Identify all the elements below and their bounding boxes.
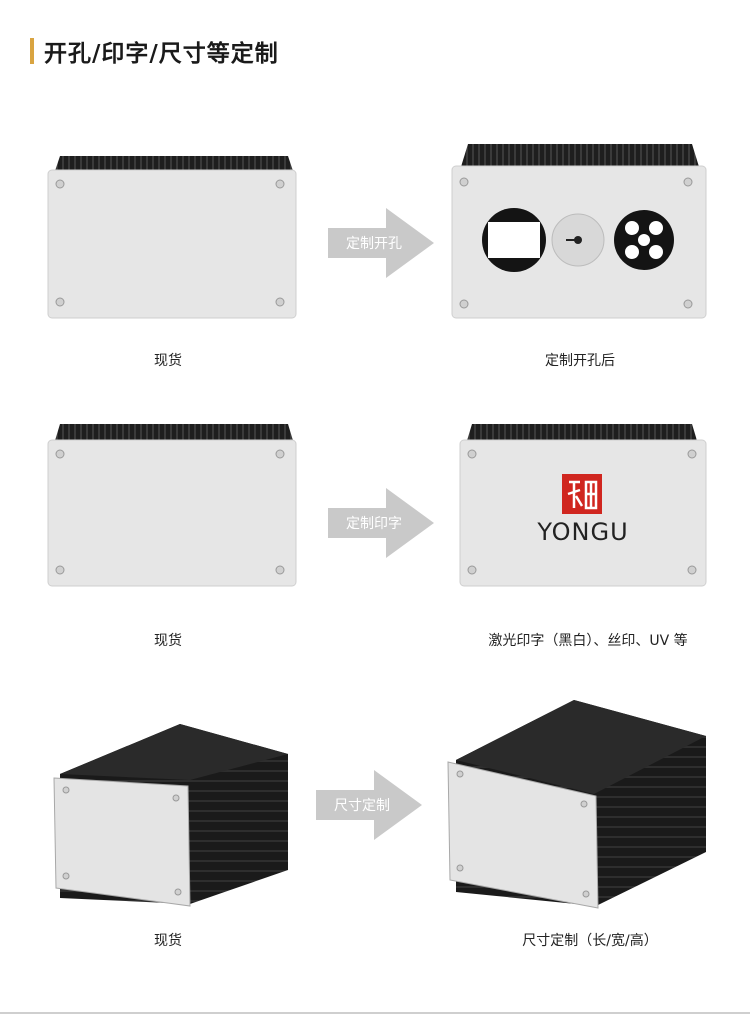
caption-printing-methods: 激光印字（黑白）、丝印、UV 等 (488, 633, 688, 649)
stock-enclosure-angled-image (53, 724, 288, 907)
caption-after-holes: 定制开孔后 (545, 353, 615, 369)
arrow-custom-printing: 定制印字 (328, 488, 434, 558)
arrow-label: 定制印字 (346, 516, 402, 532)
arrow-label: 定制开孔 (346, 236, 402, 252)
arrow-custom-size: 尺寸定制 (316, 770, 422, 840)
section-heading: 开孔/印字/尺寸等定制 (30, 36, 279, 67)
arrow-custom-holes: 定制开孔 (328, 208, 434, 278)
custom-holes-enclosure-image (451, 144, 707, 319)
stock-enclosure-image (47, 424, 297, 587)
caption-stock: 现货 (154, 633, 182, 649)
custom-size-enclosure-image (447, 700, 706, 909)
heading-title: 开孔/印字/尺寸等定制 (44, 41, 279, 67)
printed-enclosure-image: YONGU (459, 424, 707, 587)
caption-stock: 现货 (154, 353, 182, 369)
heading-accent-bar (30, 38, 34, 64)
arrow-label: 尺寸定制 (334, 798, 390, 814)
caption-stock: 现货 (154, 933, 182, 949)
brand-logo-text: YONGU (536, 518, 628, 546)
stock-enclosure-image (47, 156, 297, 319)
bottom-divider (0, 1012, 750, 1014)
caption-custom-size: 尺寸定制（长/宽/高） (522, 933, 658, 949)
